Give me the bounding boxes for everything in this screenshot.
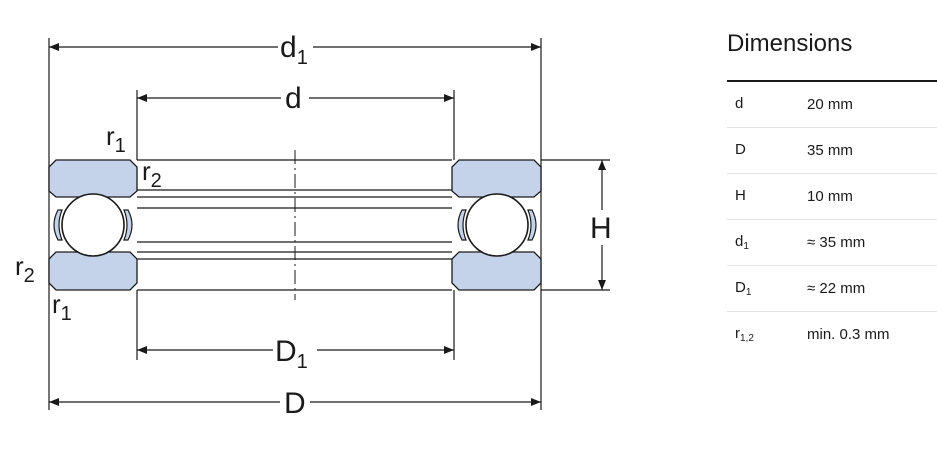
- dimensions-table: d 20 mm D 35 mm H 10 mm d1 ≈ 35 mm D1 ≈ …: [727, 82, 937, 357]
- dimension-value: 35 mm: [807, 142, 853, 159]
- label-r1-top: r1: [106, 121, 126, 157]
- dimension-value: ≈ 35 mm: [807, 234, 866, 251]
- label-d1: d1: [280, 31, 308, 69]
- dimension-symbol: D: [735, 141, 746, 158]
- dimensions-panel: Dimensions d 20 mm D 35 mm H 10 mm d1 ≈ …: [727, 30, 937, 357]
- label-r2-top: r2: [142, 156, 162, 192]
- label-r1-bottom: r1: [52, 289, 72, 325]
- bearing-drawing: d1 d D1 D H r1 r2 r2 r1: [15, 31, 612, 420]
- dimension-symbol: d1: [735, 233, 749, 252]
- dimension-row-d: d 20 mm: [727, 82, 937, 128]
- ball-right: [465, 193, 529, 257]
- dimension-value: 20 mm: [807, 96, 853, 113]
- cage: [53, 207, 537, 243]
- label-d: d: [285, 82, 302, 115]
- dimension-value: ≈ 22 mm: [807, 280, 866, 297]
- dimension-symbol: r1,2: [735, 325, 754, 344]
- dimension-row-D: D 35 mm: [727, 128, 937, 174]
- dimension-symbol: H: [735, 187, 746, 204]
- label-H: H: [590, 212, 612, 245]
- dimension-value: 10 mm: [807, 188, 853, 205]
- ball-left: [61, 193, 125, 257]
- dimension-symbol: d: [735, 95, 744, 112]
- dimension-row-D1: D1 ≈ 22 mm: [727, 266, 937, 312]
- dimension-value: min. 0.3 mm: [807, 326, 890, 343]
- dimension-row-r12: r1,2 min. 0.3 mm: [727, 312, 937, 357]
- dimension-row-d1: d1 ≈ 35 mm: [727, 220, 937, 266]
- dimension-lines: [49, 43, 606, 406]
- label-r2-left: r2: [15, 251, 35, 287]
- dimension-row-H: H 10 mm: [727, 174, 937, 220]
- label-D1: D1: [275, 335, 308, 373]
- upper-washer: [48, 159, 542, 198]
- lower-washer: [48, 251, 542, 291]
- dimensions-title: Dimensions: [727, 30, 937, 82]
- label-D: D: [284, 387, 306, 420]
- dimension-symbol: D1: [735, 279, 752, 298]
